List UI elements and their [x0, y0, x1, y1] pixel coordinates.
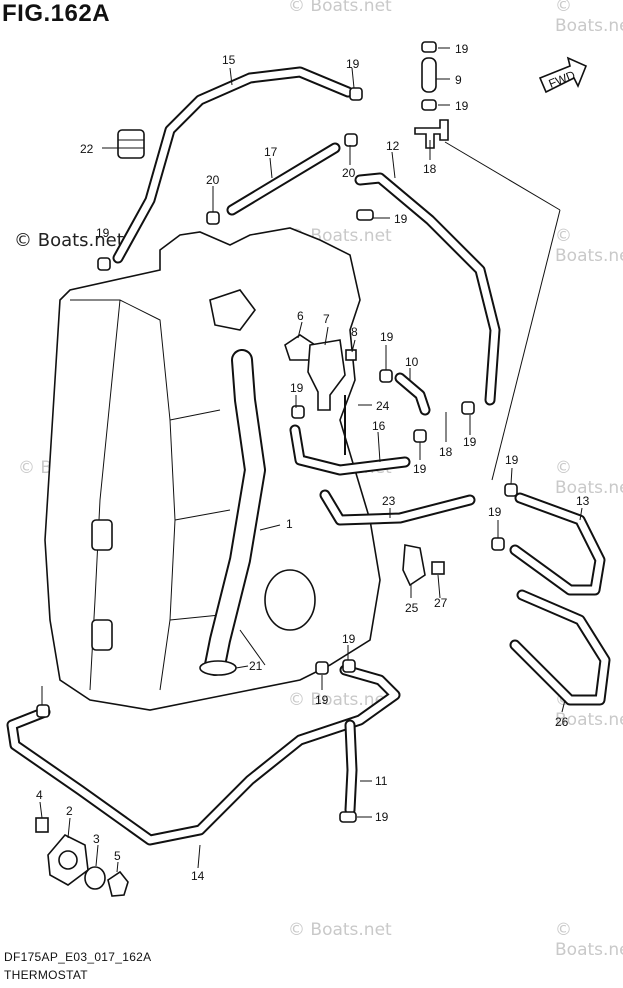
hose-12 [354, 172, 501, 406]
hose-1 [204, 349, 266, 676]
bracket-25 [402, 544, 426, 587]
figure-title: FIG.162A [2, 0, 111, 27]
callout-19: 19 [455, 42, 469, 56]
callout-21: 21 [249, 659, 263, 673]
callout-22: 22 [80, 142, 94, 156]
callout-19: 19 [413, 462, 427, 476]
callout-10: 10 [405, 355, 419, 369]
callout-19: 19 [455, 99, 469, 113]
hose-26 [509, 589, 611, 706]
callout-5: 5 [114, 849, 121, 863]
callout-9: 9 [455, 73, 462, 87]
callout-19: 19 [290, 381, 304, 395]
callout-2: 2 [66, 804, 73, 818]
clamp-21 [199, 660, 237, 676]
thermostat-cover-7 [307, 339, 346, 411]
watermark: © Boats.net [555, 226, 623, 266]
callout-19: 19 [394, 212, 408, 226]
callout-16: 16 [372, 419, 386, 433]
bolt-8 [345, 349, 357, 361]
clamps-19 [36, 41, 518, 823]
callout-19: 19 [315, 693, 329, 707]
callout-19: 19 [505, 453, 519, 467]
callout-19: 19 [346, 57, 360, 71]
watermark: © Boats.net [288, 690, 392, 710]
callout-19: 19 [380, 330, 394, 344]
callout-19: 19 [375, 810, 389, 824]
callout-15: 15 [222, 53, 236, 67]
hose-14 [6, 664, 401, 846]
o-ring-3 [84, 866, 106, 890]
hose-23 [319, 489, 476, 526]
callout-7: 7 [323, 312, 330, 326]
watermark: © Boats.net [555, 458, 623, 498]
hose-16 [289, 424, 411, 476]
watermark: © Boats.net [288, 920, 392, 940]
fwd-arrow: FWD [538, 56, 588, 94]
callout-11: 11 [375, 774, 388, 788]
watermark: © Boats.net [555, 920, 623, 960]
hose-13 [509, 492, 606, 596]
hose-15 [112, 66, 354, 264]
bolt-27 [431, 561, 445, 575]
cover-2 [47, 834, 89, 886]
bolt-4 [35, 817, 49, 833]
callout-14: 14 [191, 869, 205, 883]
callout-6: 6 [297, 309, 304, 323]
callout-23: 23 [382, 494, 396, 508]
callout-26: 26 [555, 715, 569, 729]
diagram-subtitle: THERMOSTAT [4, 968, 88, 982]
callout-20: 20 [342, 166, 356, 180]
pipe-9 [421, 57, 437, 93]
callout-19: 19 [342, 632, 356, 646]
leader-lines [39, 47, 583, 873]
callout-18: 18 [423, 162, 437, 176]
grommet-22 [117, 129, 145, 159]
callout-27: 27 [434, 596, 448, 610]
hose-11 [344, 719, 358, 816]
callout-3: 3 [93, 832, 100, 846]
callout-20: 20 [206, 173, 220, 187]
callout-24: 24 [376, 399, 390, 413]
fwd-label: FWD [547, 68, 578, 91]
callout-8: 8 [351, 325, 358, 339]
callout-19: 19 [96, 226, 110, 240]
diagram-code: DF175AP_E03_017_162A [4, 950, 152, 964]
callout-18: 18 [439, 445, 453, 459]
callout-25: 25 [405, 601, 419, 615]
callout-13: 13 [576, 494, 590, 508]
callout-4: 4 [36, 788, 43, 802]
callout-1: 1 [286, 517, 293, 531]
callout-19: 19 [463, 435, 477, 449]
callout-labels: 19 9 19 15 19 22 17 12 18 20 20 19 19 6 … [36, 42, 590, 883]
callout-17: 17 [264, 145, 278, 159]
fitting-5 [107, 870, 129, 897]
hose-10 [394, 372, 431, 416]
watermark: © Boats.net [288, 0, 392, 16]
watermark: © Boats.net [14, 230, 124, 251]
callout-12: 12 [386, 139, 400, 153]
tee-joint-18 [414, 119, 449, 149]
watermark: © Boats.net [555, 0, 623, 36]
callout-19: 19 [488, 505, 502, 519]
hose-17 [226, 142, 341, 216]
